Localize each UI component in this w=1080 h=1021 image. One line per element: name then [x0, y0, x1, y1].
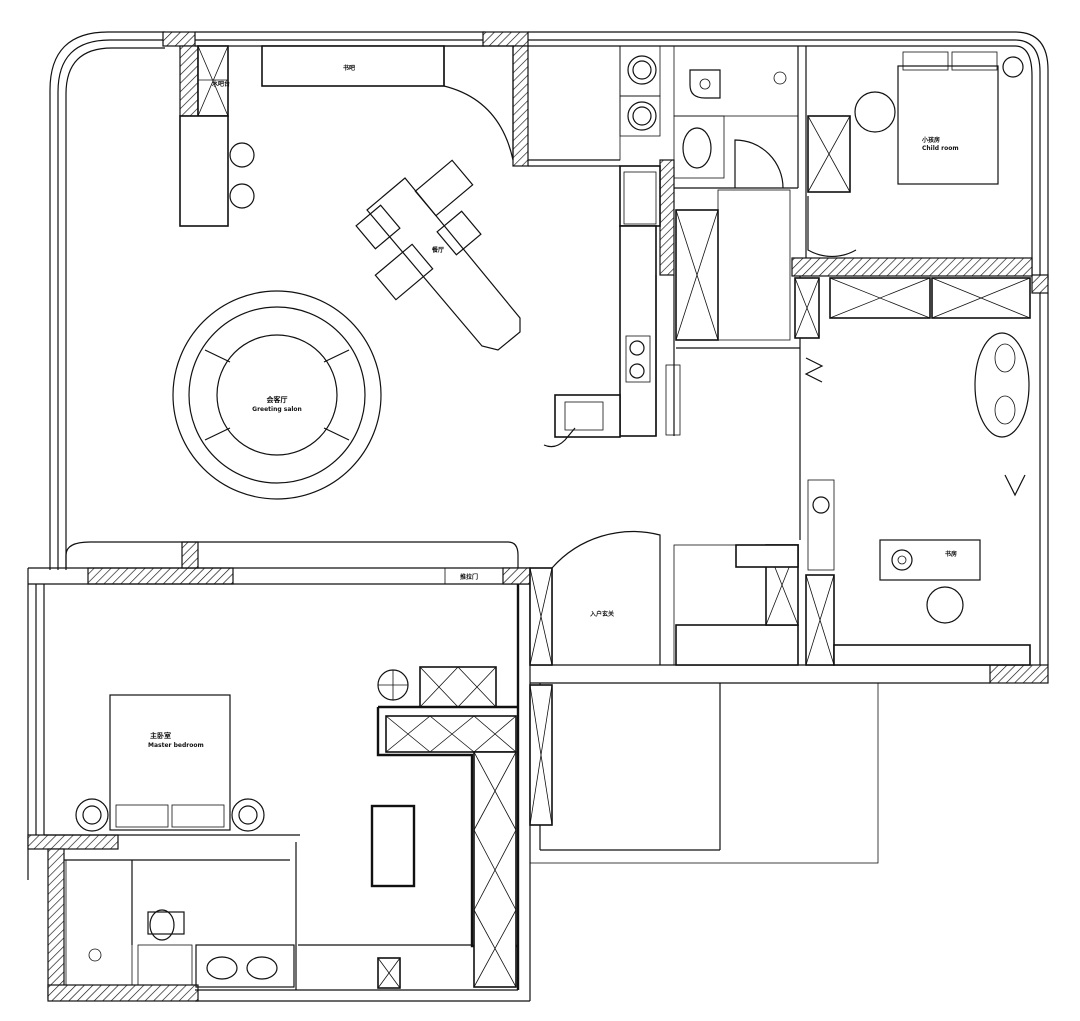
study-bar: 书吧 — [261, 45, 514, 161]
dryer-icon — [627, 101, 657, 131]
desk-chair-icon — [926, 586, 964, 624]
kids-room: 小孩房 Child room — [791, 46, 1033, 277]
dining-table-group: 餐厅 — [355, 159, 521, 351]
corridor-cabinets — [675, 189, 824, 540]
round-sofa: 会客厅 Greeting salon — [172, 290, 382, 500]
label-master-bedroom-en: Master bedroom — [148, 742, 204, 749]
foyer: 入户玄关 — [529, 530, 799, 826]
nightstand-lamp-icon — [231, 798, 265, 832]
bathroom-1 — [673, 45, 799, 189]
desk — [879, 539, 981, 581]
basin-icon — [246, 956, 278, 980]
label-living-en: Greeting salon — [252, 406, 302, 413]
lamp-icon — [1002, 56, 1024, 78]
bar-stool — [229, 183, 255, 209]
door-icon — [807, 196, 857, 257]
master-bed — [109, 694, 231, 831]
exterior-walls — [27, 31, 1049, 1002]
cooktop-icon — [625, 335, 651, 383]
sink-icon — [564, 401, 604, 431]
squat-toilet-icon — [689, 69, 721, 99]
lounge-chair-icon — [974, 332, 1030, 438]
label-kids-room-en: Child room — [922, 145, 959, 152]
label-master-bedroom: 主卧室 — [150, 731, 171, 740]
master-bathroom — [64, 859, 295, 988]
master-bedroom: 主卧室 Master bedroom — [75, 666, 518, 990]
label-sliding-door: 推拉门 — [460, 573, 478, 581]
bench — [370, 804, 416, 888]
label-foyer: 入户玄关 — [589, 610, 614, 618]
bath-door-icon — [734, 139, 784, 189]
shower-icon — [773, 71, 787, 85]
washer-icon — [627, 55, 657, 85]
bar-stool — [229, 142, 255, 168]
toilet-tank — [147, 911, 185, 935]
label-study: 书房 — [945, 550, 957, 558]
shower-icon — [88, 948, 102, 962]
chair-icon — [854, 91, 896, 133]
kitchen — [527, 45, 681, 448]
water-bar: 水吧台 — [179, 45, 255, 227]
label-study-bar: 书吧 — [343, 64, 355, 72]
label-dining: 餐厅 — [431, 246, 444, 254]
study-room: 书房 — [805, 277, 1031, 666]
toilet-icon — [149, 909, 175, 941]
nightstand-lamp-icon — [75, 798, 109, 832]
kids-bed — [897, 65, 999, 185]
desk-lamp-icon — [891, 549, 913, 571]
label-kids-room: 小孩房 — [921, 136, 940, 144]
basin-icon — [682, 127, 712, 169]
label-water-bar: 水吧台 — [212, 80, 230, 88]
label-living: 会客厅 — [267, 395, 288, 404]
sliding-door: 推拉门 — [444, 567, 504, 585]
basin-icon — [206, 956, 238, 980]
